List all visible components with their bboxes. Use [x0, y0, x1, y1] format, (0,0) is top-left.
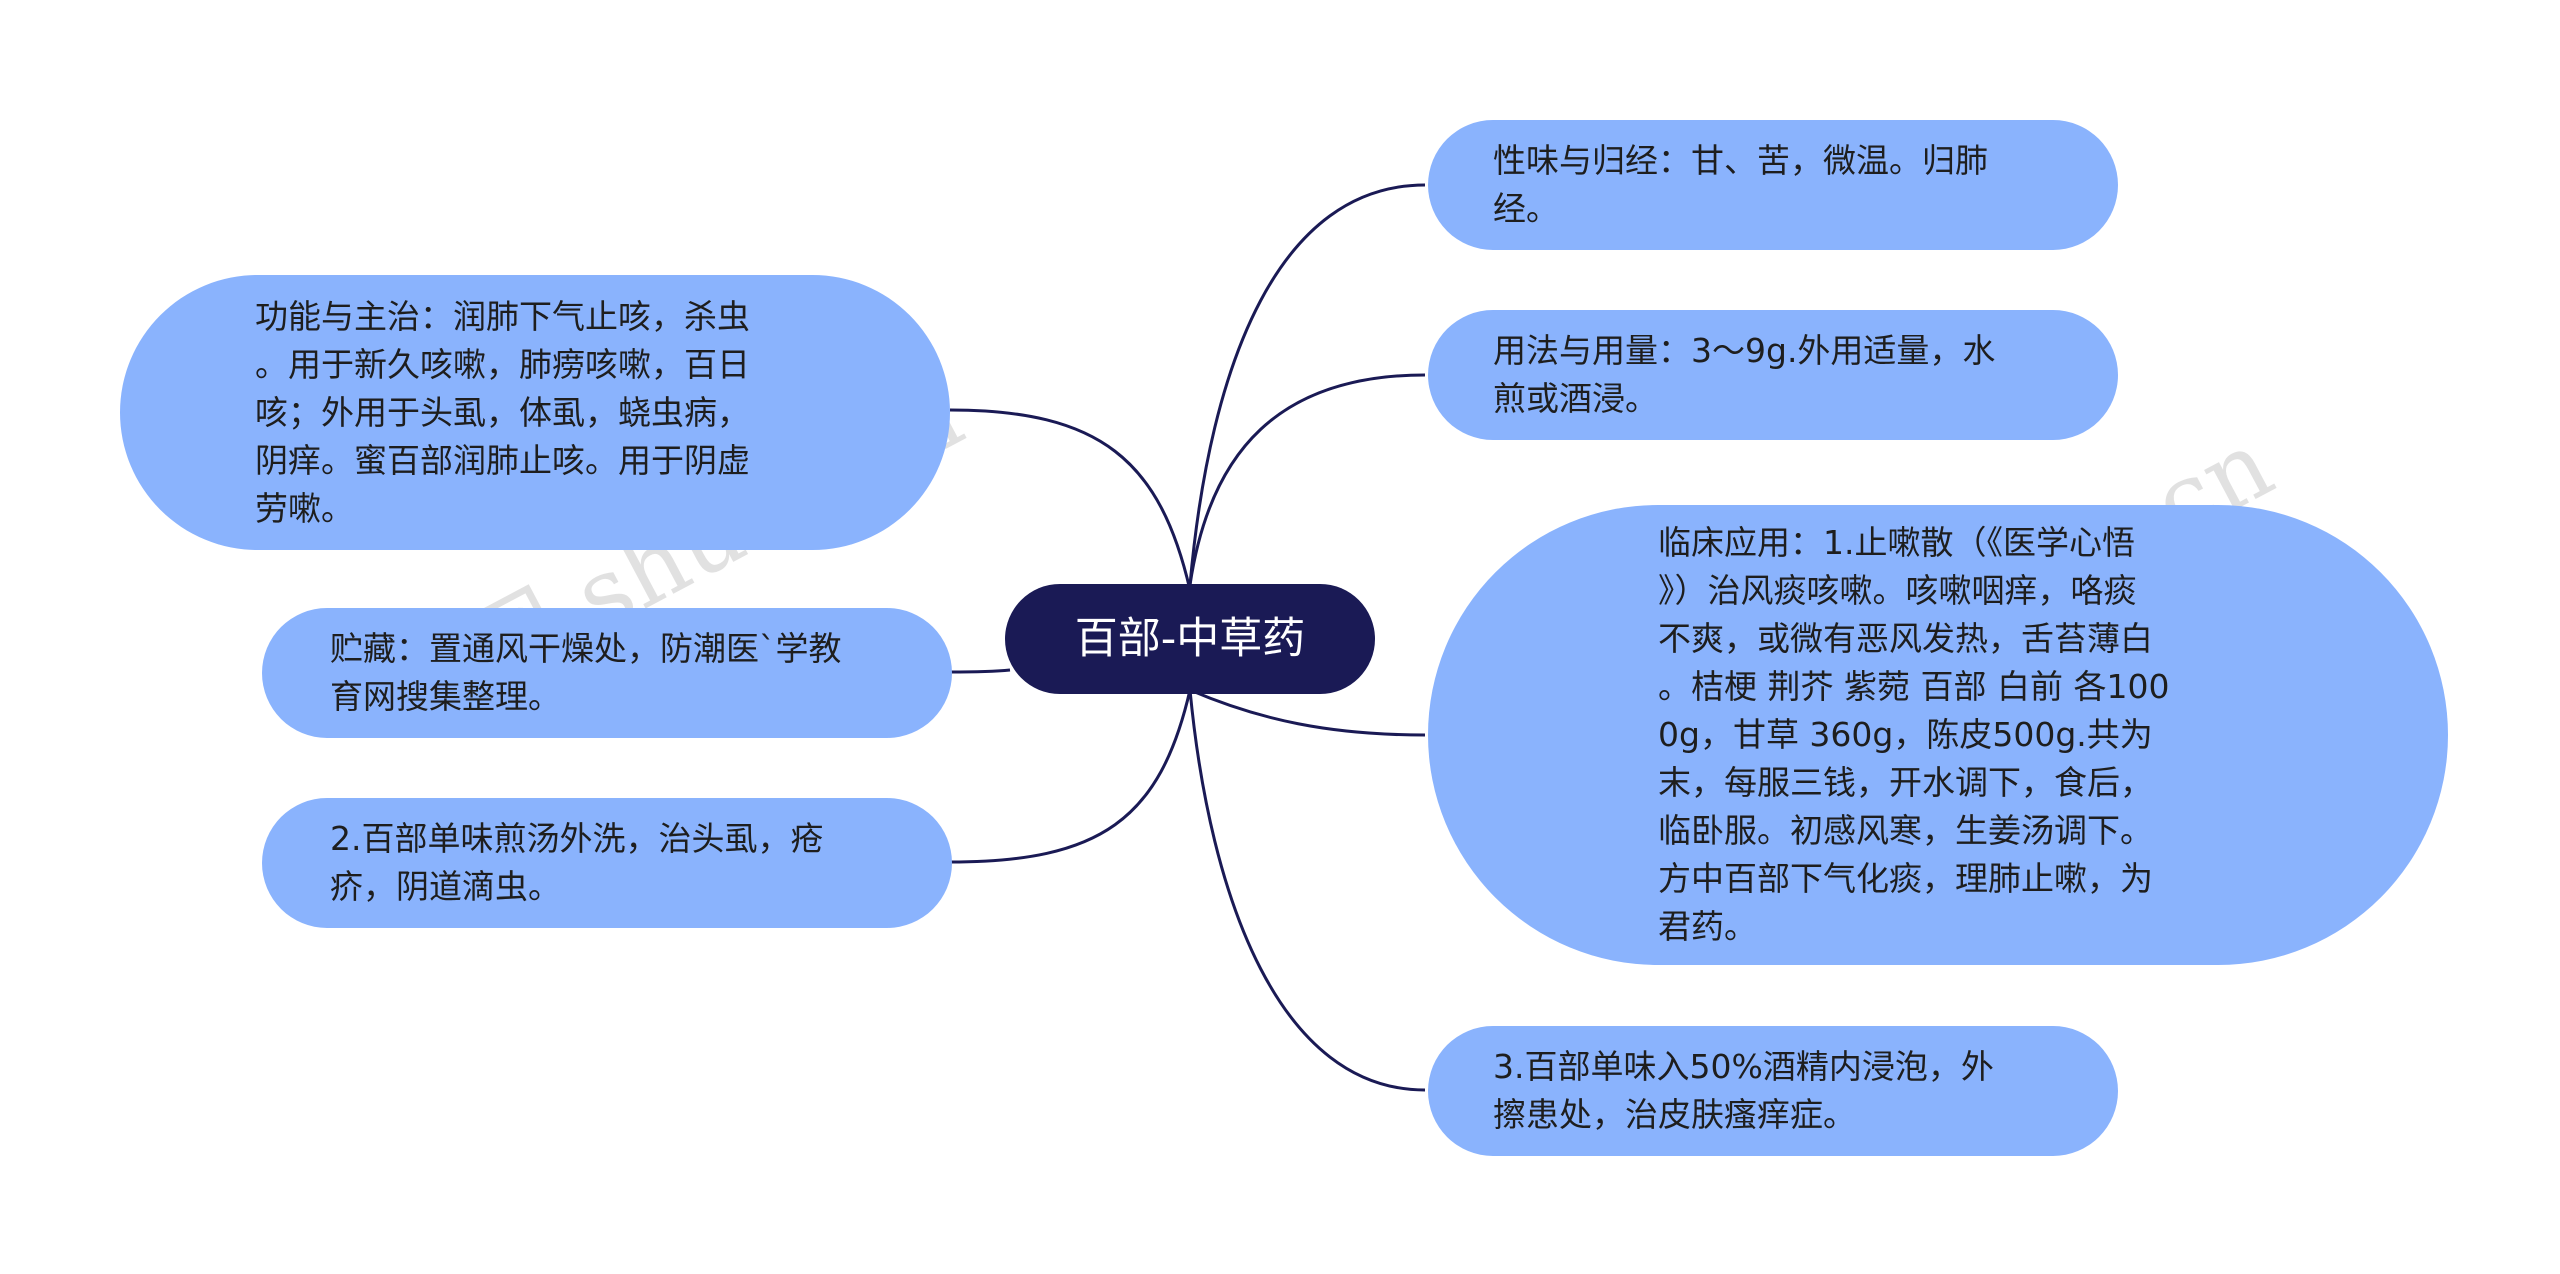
branch-node-jiujing[interactable]: 3.百部单味入50%酒精内浸泡，外 擦患处，治皮肤瘙痒症。 — [1428, 1026, 2118, 1156]
root-node[interactable]: 百部-中草药 — [1005, 584, 1375, 694]
branch-node-jiujing-text: 3.百部单味入50%酒精内浸泡，外 擦患处，治皮肤瘙痒症。 — [1493, 1047, 1994, 1134]
branch-node-xingwei[interactable]: 性味与归经：甘、苦，微温。归肺 经。 — [1428, 120, 2118, 250]
branch-node-linchuang[interactable]: 临床应用：1.止嗽散（《医学心悟 》）治风痰咳嗽。咳嗽咽痒，咯痰 不爽，或微有恶… — [1428, 505, 2448, 965]
branch-node-xingwei-text: 性味与归经：甘、苦，微温。归肺 经。 — [1493, 141, 1988, 228]
branch-node-yongfa-text: 用法与用量：3～9g.外用适量，水 煎或酒浸。 — [1493, 331, 1996, 418]
connector-jiujing — [1188, 689, 1426, 1092]
connector-gongneng — [949, 408, 1192, 591]
branch-node-linchuang-text: 临床应用：1.止嗽散（《医学心悟 》）治风痰咳嗽。咳嗽咽痒，咯痰 不爽，或微有恶… — [1658, 523, 2170, 946]
connector-yongfa — [1188, 373, 1426, 586]
branch-node-jiantang-text: 2.百部单味煎汤外洗，治头虱，疮 疥，阴道滴虫。 — [330, 819, 824, 906]
branch-node-gongneng-text: 功能与主治：润肺下气止咳，杀虫 。用于新久咳嗽，肺痨咳嗽，百日 咳；外用于头虱，… — [255, 296, 750, 528]
branch-node-gongneng[interactable]: 功能与主治：润肺下气止咳，杀虫 。用于新久咳嗽，肺痨咳嗽，百日 咳；外用于头虱，… — [120, 275, 950, 550]
connector-linchuang — [1189, 688, 1426, 737]
connector-zhucang — [949, 668, 1011, 674]
branch-node-zhucang-text: 贮藏：置通风干燥处，防潮医`学教 育网搜集整理。 — [330, 629, 842, 716]
root-node-label: 百部-中草药 — [1074, 614, 1306, 664]
connector-xingwei — [1188, 183, 1426, 586]
branch-node-jiantang[interactable]: 2.百部单味煎汤外洗，治头虱，疮 疥，阴道滴虫。 — [262, 798, 952, 928]
branch-node-yongfa[interactable]: 用法与用量：3～9g.外用适量，水 煎或酒浸。 — [1428, 310, 2118, 440]
connector-jiantang — [949, 689, 1192, 864]
branch-node-zhucang[interactable]: 贮藏：置通风干燥处，防潮医`学教 育网搜集整理。 — [262, 608, 952, 738]
